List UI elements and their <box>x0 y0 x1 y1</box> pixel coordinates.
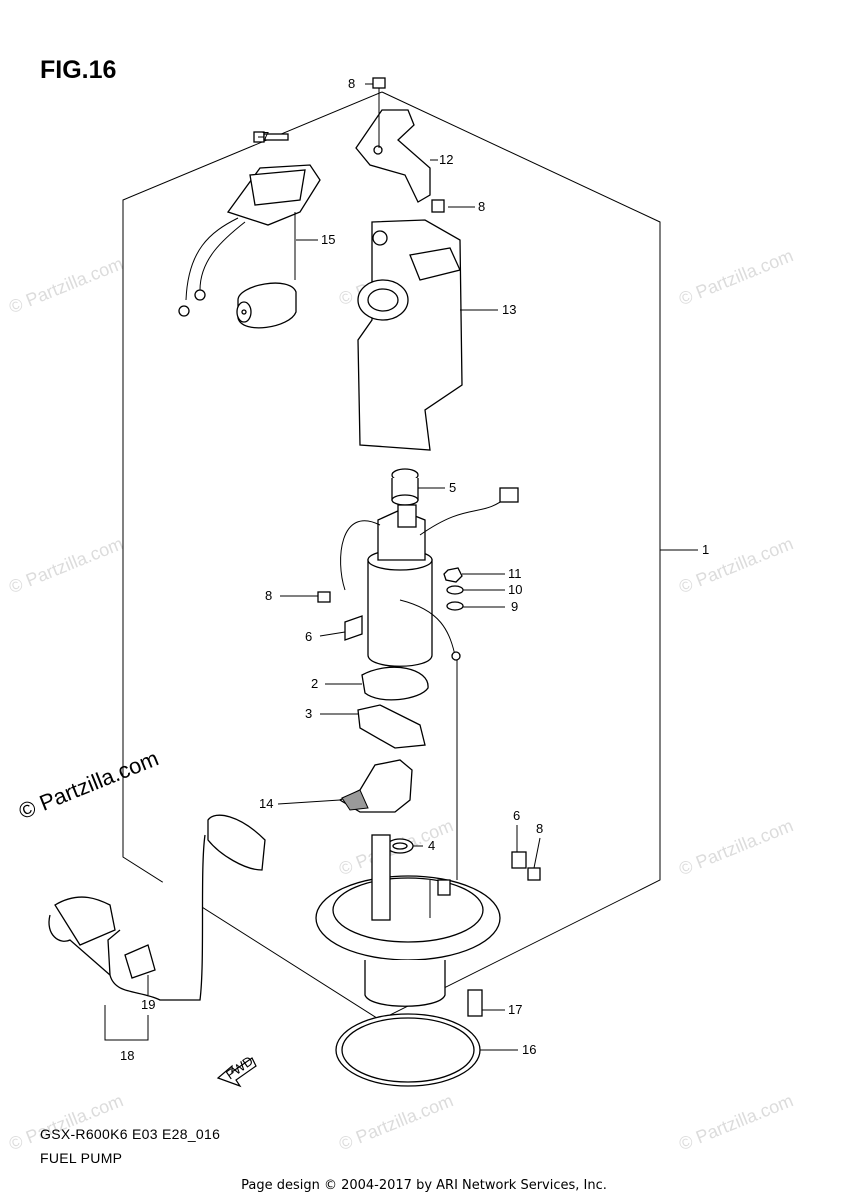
callout-18: 18 <box>120 1048 134 1063</box>
callout-3: 3 <box>305 706 312 721</box>
clip-6-right <box>511 851 541 881</box>
callout-9: 9 <box>511 599 518 614</box>
callout-2: 2 <box>311 676 318 691</box>
callout-8-bracket: 8 <box>478 199 485 214</box>
part-name: FUEL PUMP <box>40 1150 123 1166</box>
holder-2 <box>361 666 429 701</box>
callout-8-side: 8 <box>265 588 272 603</box>
figure-title: FIG.16 <box>40 56 117 84</box>
fuel-gauge-part <box>178 164 321 329</box>
callout-4: 4 <box>428 838 435 853</box>
o-ring-4 <box>386 838 414 854</box>
callout-16: 16 <box>522 1042 536 1057</box>
bolt-8-side <box>317 591 331 603</box>
callout-6: 6 <box>305 629 312 644</box>
fuel-hose <box>48 814 266 1001</box>
gasket-16-inner <box>341 1017 475 1083</box>
bracket-12 <box>355 109 431 203</box>
callout-11: 11 <box>508 566 522 581</box>
cushion-5 <box>391 468 419 506</box>
pump-housing-13 <box>357 219 463 451</box>
retainer-3 <box>357 704 426 749</box>
callout-15: 15 <box>321 232 335 247</box>
callout-12: 12 <box>439 152 453 167</box>
leader-lines <box>104 83 698 1051</box>
bolt-17 <box>467 989 483 1017</box>
bolt-8-top <box>372 77 445 213</box>
callout-1: 1 <box>702 542 709 557</box>
callout-14: 14 <box>259 796 273 811</box>
fuel-pump-body <box>340 487 519 667</box>
page-credit: Page design © 2004-2017 by ARI Network S… <box>241 1178 607 1193</box>
filter-14 <box>338 759 413 813</box>
callout-7: 7 <box>262 129 269 144</box>
model-code: GSX-R600K6 E03 E28_016 <box>40 1126 221 1142</box>
fwd-arrow-icon: FWD <box>216 1053 257 1088</box>
base-plate <box>315 834 501 1007</box>
callout-8-top: 8 <box>348 76 355 91</box>
callout-labels: 8 7 12 8 15 13 5 1 11 10 8 9 6 2 3 14 6 … <box>120 76 709 1063</box>
nut-washers <box>443 567 464 611</box>
callout-19: 19 <box>141 997 155 1012</box>
callout-10: 10 <box>508 582 522 597</box>
clip-6 <box>344 615 363 641</box>
callout-13: 13 <box>502 302 516 317</box>
callout-8-right: 8 <box>536 821 543 836</box>
callout-6-right: 6 <box>513 808 520 823</box>
callout-17: 17 <box>508 1002 522 1017</box>
callout-5: 5 <box>449 480 456 495</box>
